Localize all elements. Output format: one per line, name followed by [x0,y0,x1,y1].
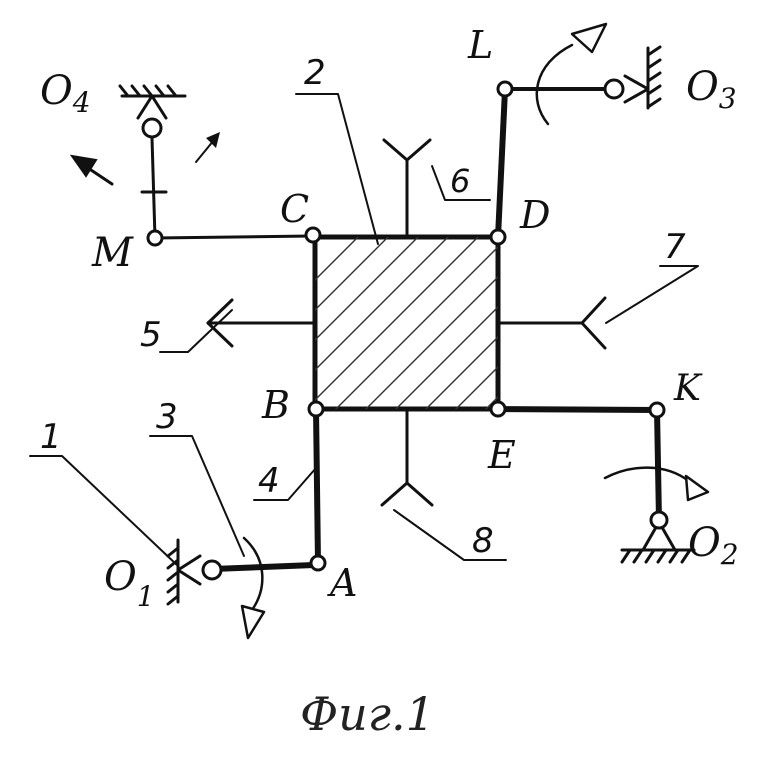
plate-link-2 [295,235,510,430]
stem-8 [382,409,432,505]
support-O3 [625,47,660,108]
rotation-arrow-O1 [242,538,264,638]
link-M-C [155,236,312,238]
rotation-arrow-O3 [537,24,606,124]
support-O1 [168,540,200,604]
joint-K [650,403,664,417]
link-B-A-4 [316,409,318,563]
support-O4 [120,86,185,118]
label-K: K [673,368,703,409]
joint-O1 [203,561,221,579]
number-3: 3 [156,397,178,437]
link-E-K [498,409,657,410]
number-5: 5 [140,315,162,355]
link-O1-A-3 [213,565,314,569]
label-L: L [467,23,493,67]
number-4: 4 [258,461,280,501]
joint-E [491,402,505,416]
label-E: E [487,433,516,477]
link-K-O2 [657,410,659,520]
joint-O4 [143,119,161,137]
number-6: 6 [450,162,470,200]
stem-7 [498,298,605,348]
label-M: M [91,230,134,276]
joint-O3 [605,80,623,98]
joint-D [491,230,505,244]
number-1: 1 [40,417,62,457]
figure-caption: Фиг.1 [300,687,435,741]
joint-B [309,402,323,416]
stem-6 [384,140,430,237]
joint-M [148,231,162,245]
joint-A [311,556,325,570]
label-A: A [327,561,357,605]
number-8: 8 [472,521,494,561]
label-D: D [519,193,550,237]
joint-O2 [651,512,667,528]
label-O1: O1 [104,554,155,613]
label-O4: O4 [40,68,91,119]
motion-arrows-O4 [72,132,220,184]
label-O2: O2 [688,520,739,571]
joint-L [498,82,512,96]
label-O3: O3 [686,64,737,115]
stem-5 [208,300,315,346]
number-7: 7 [664,227,686,267]
link-O4-M [142,138,166,238]
label-C: C [280,187,309,231]
link-D-L [498,90,505,237]
label-B: B [261,383,290,427]
number-2: 2 [304,53,326,93]
